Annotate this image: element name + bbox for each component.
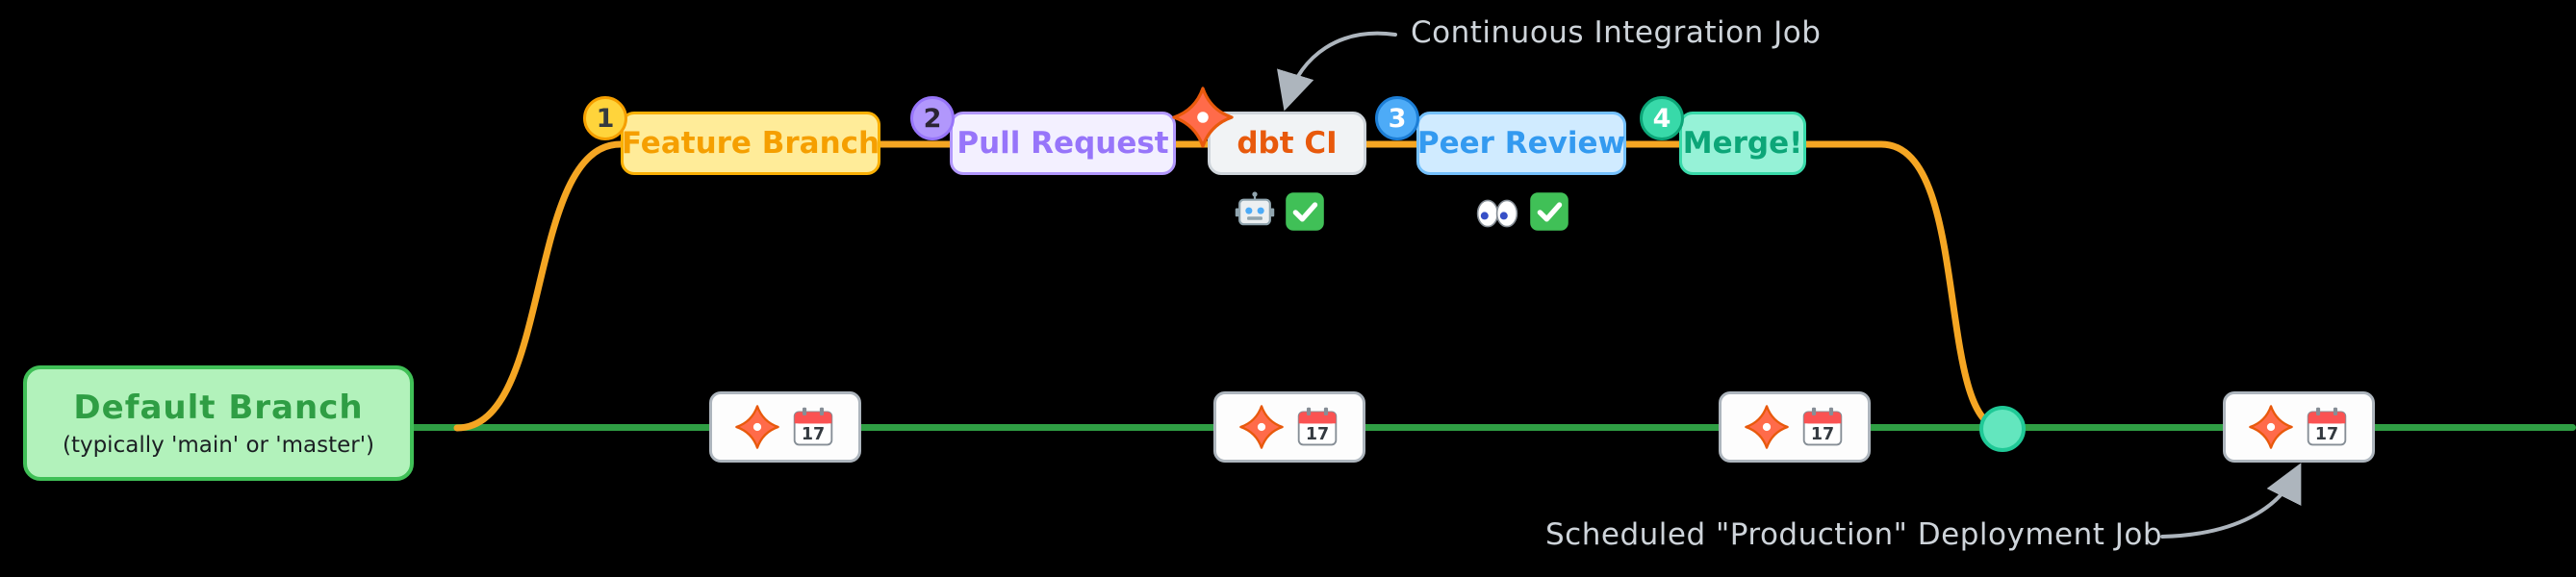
calendar-day: 17 [802, 425, 825, 444]
default-branch-title: Default Branch [73, 389, 364, 427]
step-label: Merge! [1682, 126, 1803, 161]
step-label: dbt CI [1237, 126, 1338, 161]
step-box-pull-request: Pull Request [950, 112, 1176, 175]
ci-annotation-arrow [1277, 31, 1397, 112]
check-icon [1286, 192, 1324, 231]
dbt-logo-icon [1239, 405, 1284, 449]
step-label: Peer Review [1416, 126, 1626, 161]
check-icon [1530, 192, 1569, 231]
calendar-icon: 17 [793, 407, 833, 446]
step-badge-2: 2 [910, 96, 955, 140]
calendar-day: 17 [1811, 425, 1834, 444]
dbt-logo-icon [2249, 405, 2293, 449]
dbt-logo-icon [735, 405, 779, 449]
calendar-icon: 17 [1297, 407, 1338, 446]
merge-node [1979, 406, 2026, 452]
calendar-day: 17 [1306, 425, 1329, 444]
step-box-peer-review: Peer Review [1416, 112, 1626, 175]
step-label: Feature Branch [621, 126, 880, 161]
step-box-feature-branch: Feature Branch [621, 112, 880, 175]
feature-branch-line [453, 140, 2006, 432]
step-label: Pull Request [956, 126, 1169, 161]
dbt-logo-icon [1172, 87, 1234, 148]
calendar-icon: 17 [1802, 407, 1843, 446]
ci-job-annotation: Continuous Integration Job [1411, 15, 1822, 50]
scheduled-job-box: 17 [2223, 391, 2375, 463]
step-badge-1: 1 [583, 96, 627, 140]
calendar-icon: 17 [2307, 407, 2347, 446]
default-branch-box: Default Branch (typically 'main' or 'mas… [23, 365, 414, 481]
deploy-job-annotation: Scheduled "Production" Deployment Job [1545, 517, 2163, 552]
default-branch-subtitle: (typically 'main' or 'master') [62, 433, 375, 458]
step-box-dbt-ci: dbt CI [1208, 112, 1366, 175]
step-badge-4: 4 [1640, 96, 1684, 140]
robot-icon [1235, 191, 1275, 226]
scheduled-job-box: 17 [709, 391, 861, 463]
calendar-day: 17 [2315, 425, 2338, 444]
step-badge-3: 3 [1375, 96, 1419, 140]
eyes-icon [1476, 199, 1518, 228]
scheduled-job-box: 17 [1719, 391, 1871, 463]
step-box-merge: Merge! [1679, 112, 1806, 175]
deploy-annotation-arrow [2160, 463, 2302, 539]
dbt-logo-icon [1745, 405, 1789, 449]
scheduled-job-box: 17 [1213, 391, 1365, 463]
